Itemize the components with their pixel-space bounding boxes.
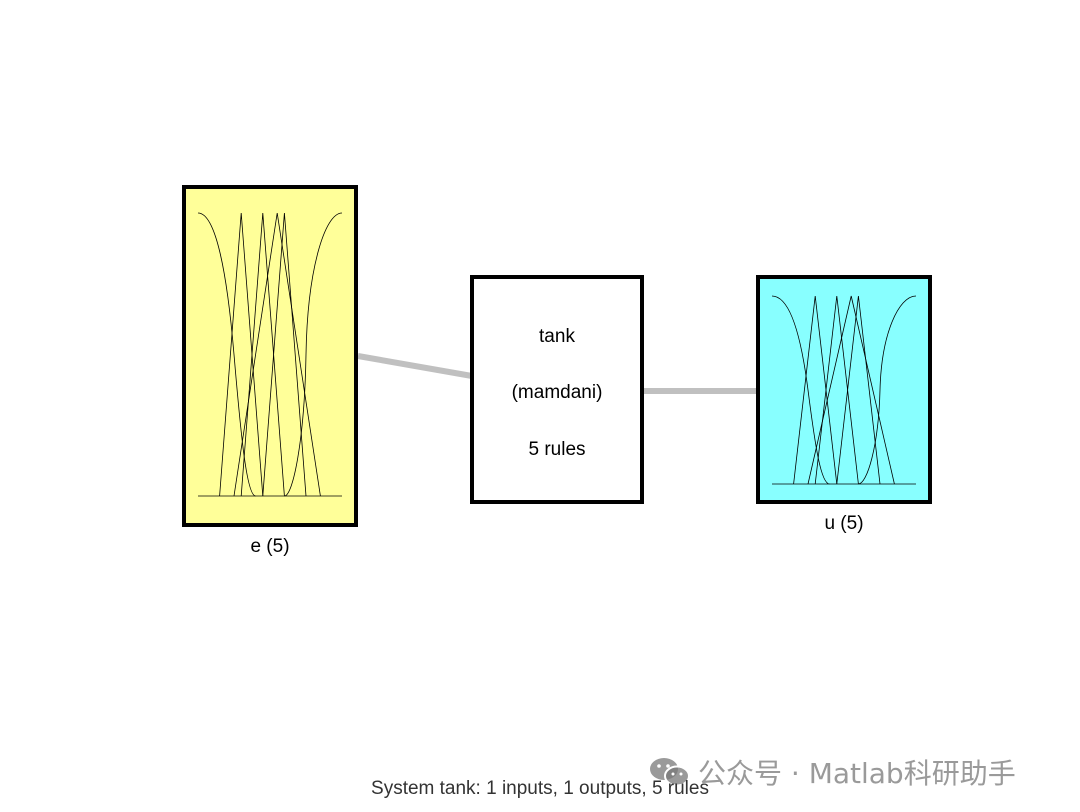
mf-curve-triangle-1: [219, 212, 264, 497]
input-label: e (5): [250, 536, 289, 557]
watermark-text: 公众号 · Matlab科研助手: [698, 757, 1016, 790]
engine-type: (mamdani): [512, 382, 603, 403]
status-bar-text: System tank: 1 inputs, 1 outputs, 5 rule…: [371, 778, 709, 799]
engine-name: tank: [539, 326, 575, 347]
engine-rules: 5 rules: [528, 439, 585, 460]
input-box[interactable]: [182, 185, 358, 527]
mf-curve-left: [197, 212, 256, 497]
engine-block[interactable]: tank (mamdani) 5 rules: [470, 275, 644, 504]
mf-curve-triangle-1: [793, 295, 838, 485]
output-label: u (5): [824, 513, 863, 534]
wechat-icon: [650, 758, 690, 787]
output-box[interactable]: [756, 275, 932, 504]
input-block[interactable]: [182, 185, 358, 527]
mf-curve-triangle-3: [262, 212, 307, 497]
output-membership-curves: [771, 295, 917, 485]
mf-curve-left: [771, 295, 830, 485]
output-block[interactable]: [756, 275, 932, 504]
watermark: 公众号 · Matlab科研助手: [648, 752, 1016, 792]
mf-curve-triangle-4: [807, 295, 895, 485]
engine-box[interactable]: [470, 275, 644, 504]
mf-curve-right: [284, 212, 343, 497]
mf-curve-triangle-3: [836, 295, 881, 485]
input-membership-curves: [197, 212, 343, 497]
mf-curve-right: [858, 295, 917, 485]
input-connector: [357, 353, 473, 379]
mf-curve-triangle-4: [233, 212, 321, 497]
